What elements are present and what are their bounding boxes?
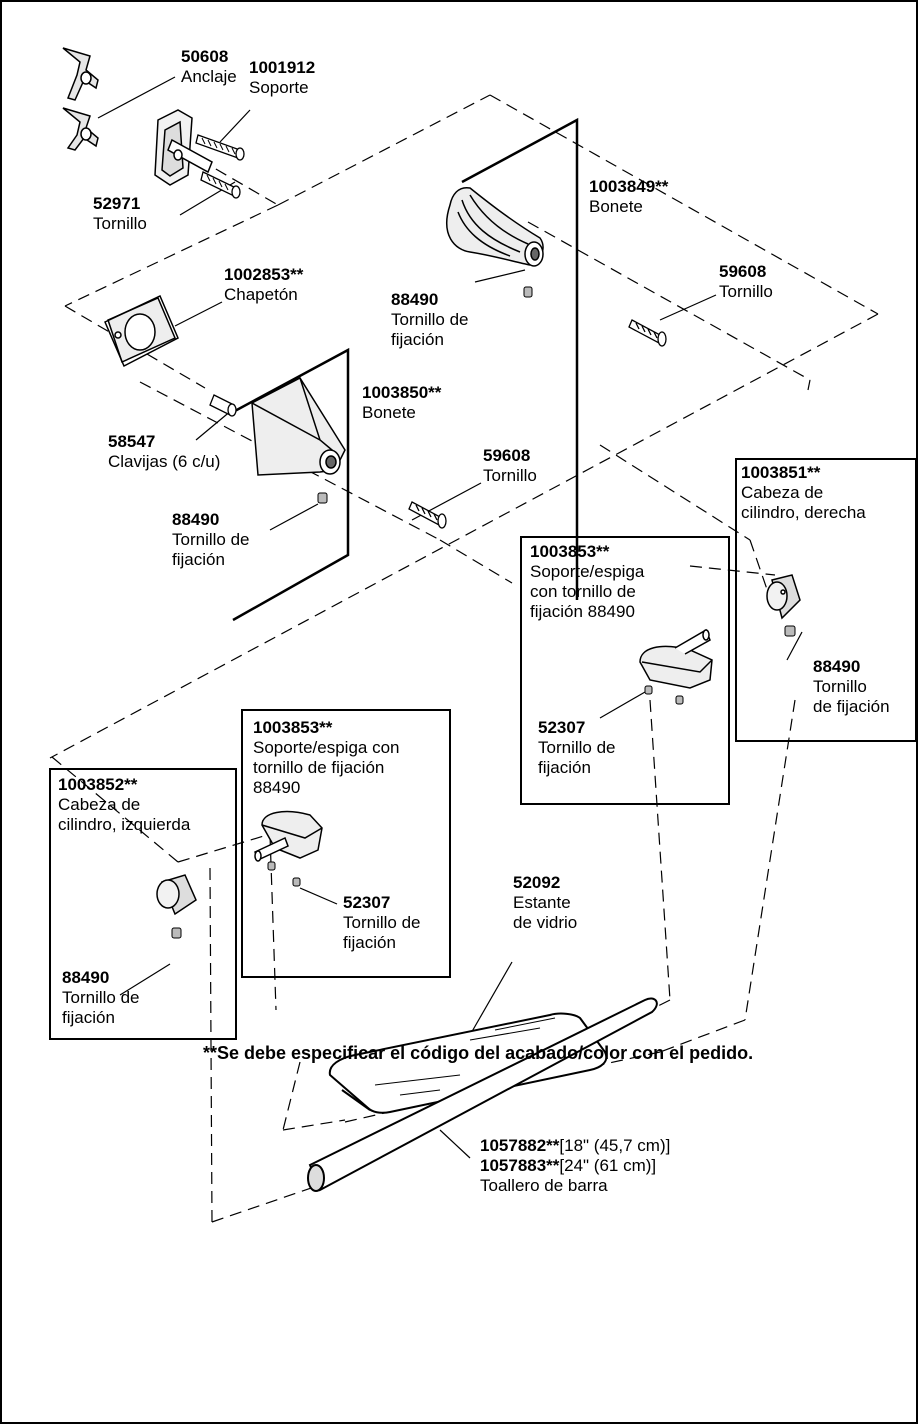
- set-screw-icon: [171, 927, 182, 939]
- bracket-icon: [154, 109, 213, 186]
- screw-icon: [195, 134, 245, 199]
- cylinder-head-left-icon: [156, 874, 197, 916]
- post-bracket-left-icon: [254, 810, 323, 862]
- box-1003853-left: [241, 709, 451, 978]
- screw-icon: [408, 501, 447, 529]
- screw-icon: [628, 319, 667, 347]
- box-1003853-right: [520, 536, 730, 805]
- post-bracket-right-icon: [639, 628, 713, 689]
- towel-bar-icon: [307, 997, 658, 1192]
- pin-icon: [209, 394, 237, 417]
- glass-shelf-icon: [328, 1012, 608, 1114]
- label-1003850: 1003850**Bonete: [362, 383, 442, 422]
- dashed-lines: [49, 94, 879, 1223]
- bonnet-top-icon: [446, 186, 544, 267]
- box-1003852: [49, 768, 237, 1040]
- label-1003849: 1003849**Bonete: [589, 177, 669, 216]
- cylinder-head-right-icon: [766, 574, 801, 620]
- wall-planes: [232, 117, 579, 622]
- bonnet-square-icon: [251, 377, 346, 476]
- set-screw-icon: [644, 685, 684, 705]
- label-towel-bar: 1057882**[18" (45,7 cm)] 1057883**[24" (…: [480, 1136, 671, 1195]
- footnote: **Se debe especificar el código del acab…: [203, 1043, 754, 1063]
- set-screw-icon: [523, 286, 533, 298]
- label-1002853: 1002853**Chapetón: [224, 265, 304, 304]
- set-screw-icon: [784, 625, 796, 637]
- box-1003851: [735, 458, 917, 742]
- escutcheon-icon: [104, 294, 179, 368]
- set-screw-icon: [317, 492, 328, 504]
- set-screw-icon: [267, 861, 301, 887]
- wing-nut-icon: [62, 47, 99, 151]
